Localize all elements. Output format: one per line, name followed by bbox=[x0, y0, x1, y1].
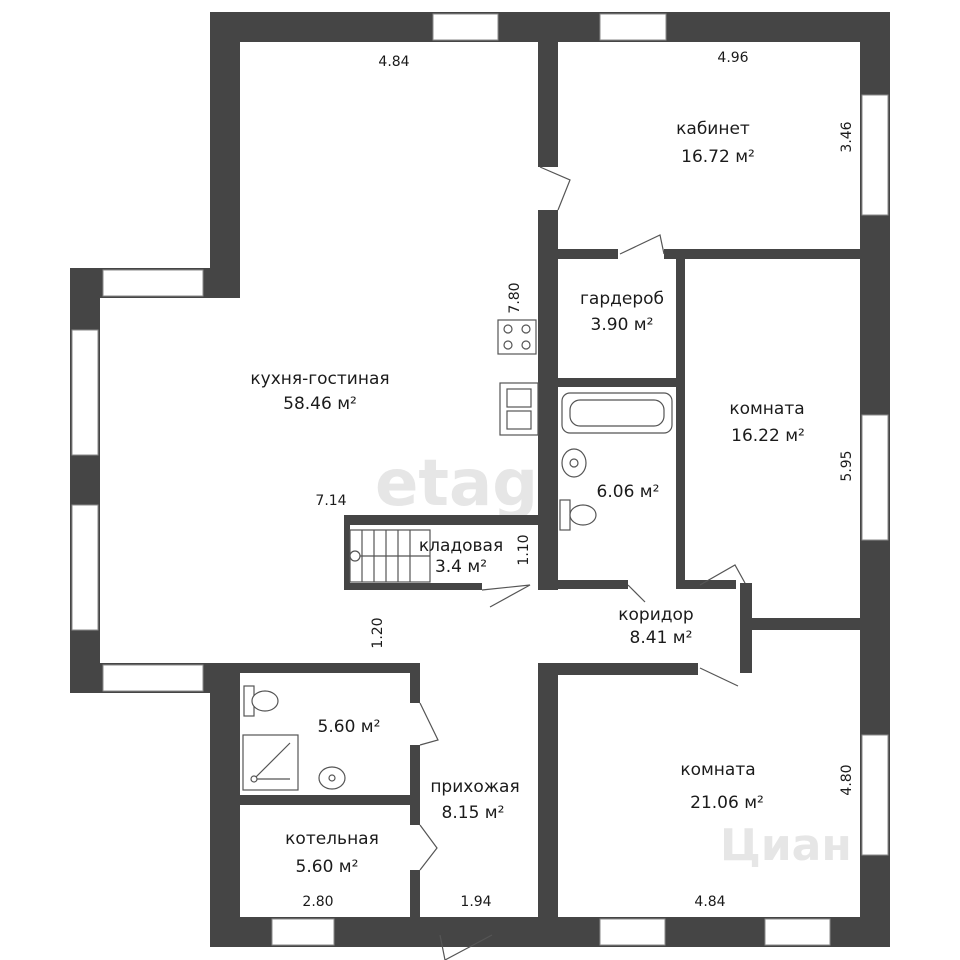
room-wardrobe: гардероб 3.90 м² bbox=[580, 289, 664, 335]
wc-toilet-icon bbox=[243, 685, 279, 717]
bathtub-icon bbox=[561, 392, 673, 434]
toilet-icon bbox=[559, 499, 597, 531]
room-area: 5.60 м² bbox=[318, 717, 381, 737]
dim-kitchen-top: 4.84 bbox=[378, 54, 409, 70]
fixtures bbox=[242, 319, 673, 791]
room-east: комната 16.22 м² bbox=[729, 399, 805, 446]
room-name: гардероб bbox=[580, 289, 664, 309]
room-area: 8.41 м² bbox=[630, 628, 693, 648]
dim-boiler-bottom: 2.80 bbox=[302, 894, 333, 910]
room-area: 6.06 м² bbox=[597, 482, 660, 502]
room-name: кладовая bbox=[419, 536, 503, 556]
room-area: 16.22 м² bbox=[731, 426, 805, 446]
stove-icon bbox=[497, 319, 537, 355]
room-area: 21.06 м² bbox=[690, 793, 764, 813]
room-name: кухня-гостиная bbox=[250, 369, 389, 389]
cian-watermark: Циан bbox=[720, 820, 852, 871]
dim-pantry-side: 1.10 bbox=[516, 534, 532, 565]
room-kitchen-living: кухня-гостиная 58.46 м² bbox=[250, 369, 389, 414]
room-hallway: прихожая 8.15 м² bbox=[430, 777, 519, 823]
wc-sink-icon bbox=[318, 766, 346, 790]
room-area: 58.46 м² bbox=[283, 394, 357, 414]
dim-room-south-side: 4.80 bbox=[839, 764, 855, 795]
dim-room-east-side: 5.95 bbox=[839, 450, 855, 481]
dim-cabinet-side: 3.46 bbox=[839, 121, 855, 152]
room-wc: 5.60 м² bbox=[318, 717, 381, 737]
room-cabinet: кабинет 16.72 м² bbox=[676, 119, 755, 167]
windows bbox=[71, 13, 889, 946]
dim-hallway-bottom: 1.94 bbox=[460, 894, 491, 910]
room-corridor: коридор 8.41 м² bbox=[618, 605, 693, 648]
dim-hallway-side: 1.20 bbox=[370, 617, 386, 648]
dimension-labels: 4.84 4.96 3.46 7.80 7.14 1.10 1.20 5.95 … bbox=[302, 50, 855, 910]
doors bbox=[419, 166, 746, 960]
room-area: 5.60 м² bbox=[296, 857, 359, 877]
room-pantry: кладовая 3.4 м² bbox=[419, 536, 503, 577]
dim-kitchen-width: 7.14 bbox=[315, 493, 346, 509]
dim-cabinet-top: 4.96 bbox=[717, 50, 748, 66]
room-south: комната 21.06 м² bbox=[680, 760, 764, 813]
kitchen-sink-icon bbox=[499, 382, 539, 436]
washbasin-icon bbox=[561, 448, 587, 478]
room-area: 8.15 м² bbox=[442, 803, 505, 823]
dim-room-south-bottom: 4.84 bbox=[694, 894, 725, 910]
dim-kitchen-side: 7.80 bbox=[507, 282, 523, 313]
room-name: кабинет bbox=[676, 119, 750, 139]
room-name: прихожая bbox=[430, 777, 519, 797]
room-name: коридор bbox=[618, 605, 693, 625]
room-name: котельная bbox=[285, 829, 379, 849]
room-name: комната bbox=[680, 760, 755, 780]
room-area: 3.90 м² bbox=[591, 315, 654, 335]
room-area: 16.72 м² bbox=[681, 147, 755, 167]
shower-icon bbox=[242, 734, 299, 791]
stairs-icon bbox=[349, 529, 431, 583]
interior-walls bbox=[240, 42, 860, 917]
etagi-watermark: etagi bbox=[375, 447, 560, 521]
room-name: комната bbox=[729, 399, 804, 419]
room-bathroom: 6.06 м² bbox=[597, 482, 660, 502]
room-boiler: котельная 5.60 м² bbox=[285, 829, 379, 877]
room-area: 3.4 м² bbox=[435, 557, 487, 577]
